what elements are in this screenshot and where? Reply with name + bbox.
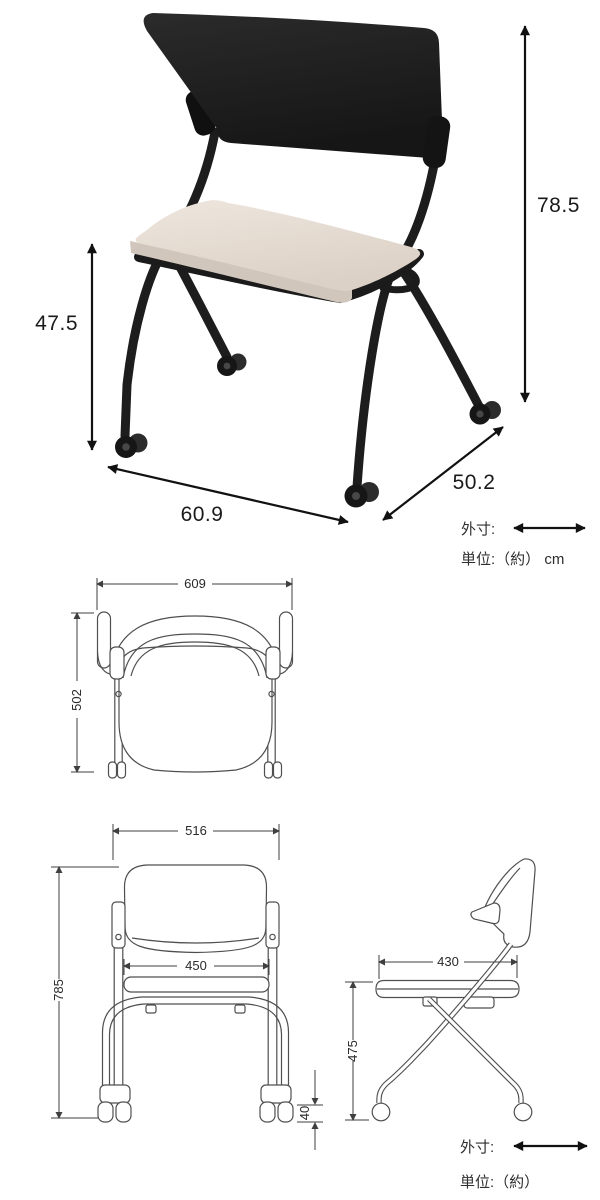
front-view-cushion <box>123 976 270 993</box>
dim-seat-height-value: 47.5 <box>35 312 78 335</box>
top-view-bolt-left <box>115 690 122 698</box>
outer-dim-label: 外寸: <box>461 521 495 538</box>
svg-text:450: 450 <box>185 958 207 973</box>
top-view-casters <box>107 761 283 779</box>
unit-label-bottom: 単位:（約） <box>460 1174 539 1191</box>
front-view-dim-seat-width: 450 <box>123 958 270 975</box>
top-view-right-tube <box>278 611 294 669</box>
top-view-backrest-inner <box>122 633 268 679</box>
side-view-caster-front <box>371 1102 391 1122</box>
front-view-backrest-line <box>131 937 260 944</box>
armrest-left <box>185 90 216 136</box>
unit-note-top: 外寸: 単位:（約） cm <box>461 521 586 568</box>
side-view-caster-back <box>513 1102 533 1122</box>
svg-text:430: 430 <box>437 954 459 969</box>
dim-total-height-value: 78.5 <box>537 194 580 217</box>
dim-total-height: 78.5 <box>520 25 580 403</box>
top-view-backrest-inner2 <box>130 641 260 677</box>
casters <box>115 353 501 508</box>
top-view-backrest-outer <box>109 615 281 675</box>
side-view-backrest <box>482 858 536 948</box>
front-view-dim-caster: 40 <box>297 1070 323 1150</box>
outer-dim-label-bottom: 外寸: <box>460 1139 494 1156</box>
side-view-dim-depth: 430 <box>378 954 518 979</box>
svg-text:609: 609 <box>184 576 206 591</box>
top-view-seat <box>118 645 273 773</box>
front-view-bracket-left <box>111 901 126 949</box>
side-view-legs <box>376 942 524 1103</box>
dim-width-value: 60.9 <box>181 503 224 526</box>
dim-seat-height: 47.5 <box>35 243 97 451</box>
front-view-drawing: 516 785 450 40 <box>51 823 323 1150</box>
front-view-bolt-right <box>269 933 276 941</box>
unit-label: 単位:（約） cm <box>461 551 564 568</box>
front-view-bolt-left <box>115 933 122 941</box>
dim-depth: 50.2 <box>382 426 504 521</box>
unit-note-bottom: 外寸: 単位:（約） <box>460 1139 588 1191</box>
top-view-drawing: 609 502 <box>69 576 294 779</box>
svg-text:516: 516 <box>185 823 207 838</box>
side-view-dim-height: 475 <box>345 981 373 1121</box>
top-view-armrest-left <box>109 646 125 680</box>
front-view-dim-top-width: 516 <box>112 823 280 860</box>
top-view-armrest-right <box>265 646 281 680</box>
photo-dimensions: 78.5 47.5 60.9 50.2 <box>35 25 580 526</box>
front-view-legs <box>101 996 290 1086</box>
front-view-bracket-right <box>265 901 280 949</box>
seat-cushion-top <box>135 200 421 291</box>
backrest <box>143 13 444 159</box>
dim-depth-value: 50.2 <box>453 471 496 494</box>
product-photo <box>115 13 501 508</box>
side-view-armrest <box>470 902 501 925</box>
top-view-left-tube <box>96 611 112 669</box>
top-view-bolt-right <box>268 690 275 698</box>
chair-frame-legs <box>120 127 485 492</box>
svg-text:502: 502 <box>69 689 84 711</box>
svg-text:40: 40 <box>297 1106 312 1120</box>
svg-text:785: 785 <box>51 979 66 1001</box>
armrest-right <box>422 116 451 169</box>
seat-cushion-side <box>130 241 352 303</box>
front-view-dim-height: 785 <box>51 866 119 1119</box>
front-view-latch-left <box>145 1004 157 1014</box>
svg-text:475: 475 <box>345 1040 360 1062</box>
side-view-drawing: 430 475 <box>345 858 536 1122</box>
top-view-dim-width: 609 <box>96 576 293 610</box>
top-view-dim-depth: 502 <box>69 612 94 773</box>
dim-width: 60.9 <box>107 464 349 526</box>
front-view-latch-right <box>234 1004 246 1014</box>
front-view-casters <box>97 1084 294 1123</box>
